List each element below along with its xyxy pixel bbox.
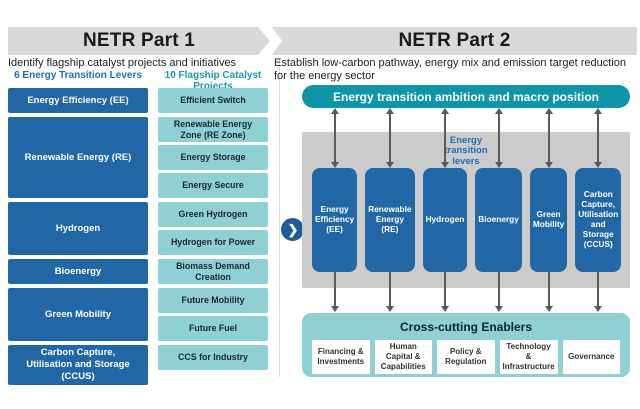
chevron-right-icon: ❯ [281, 218, 304, 241]
enabler-box: Governance [562, 340, 620, 374]
part1-subtitle: Identify flagship catalyst projects and … [8, 57, 237, 69]
lever-group-3: Bioenergy Biomass Demand Creation [8, 259, 268, 285]
lever-box: Renewable Energy (RE) [8, 117, 148, 199]
lever-group-1: Renewable Energy (RE)Renewable Energy Zo… [8, 117, 268, 199]
project-stack: CCS for Industry [158, 345, 268, 385]
enablers-title: Cross-cutting Enablers [399, 320, 533, 334]
chevron-glyph: ❯ [287, 222, 299, 237]
lever-box: Bioenergy [8, 259, 148, 285]
ambition-banner-label: Energy transition ambition and macro pos… [332, 89, 600, 104]
enabler-box: Human Capital & Capabilities [374, 340, 432, 374]
project-stack: Efficient Switch [158, 88, 268, 113]
part2-lever-box: Green Mobility [529, 168, 568, 272]
lever-box: Hydrogen [8, 202, 148, 256]
ambition-banner: Energy transition ambition and macro pos… [302, 85, 630, 108]
part1-title: NETR Part 1 [82, 30, 195, 51]
part2-title-banner: NETR Part 2 [272, 27, 637, 55]
enabler-box: Financing & Investments [312, 340, 370, 374]
project-box: Biomass Demand Creation [158, 259, 268, 285]
lever-box: Carbon Capture, Utilisation and Storage … [8, 345, 148, 385]
part1-section: NETR Part 1 Identify flagship catalyst p… [8, 0, 268, 409]
project-box: Energy Storage [158, 145, 268, 171]
enablers-panel: Cross-cutting Enablers Financing & Inves… [302, 313, 630, 377]
project-box: Green Hydrogen [158, 202, 268, 228]
part2-title: NETR Part 2 [398, 30, 511, 51]
project-box: Renewable Energy Zone (RE Zone) [158, 117, 268, 143]
project-box: Future Mobility [158, 288, 268, 314]
project-box: Hydrogen for Power [158, 230, 268, 256]
enabler-box: Technology & Infrastructure [499, 340, 558, 374]
project-box: Efficient Switch [158, 88, 268, 113]
lever-box: Energy Efficiency (EE) [8, 88, 148, 113]
project-box: Energy Secure [158, 173, 268, 199]
lever-group-5: Carbon Capture, Utilisation and Storage … [8, 345, 268, 385]
part2-subtitle: Establish low-carbon pathway, energy mix… [274, 57, 626, 83]
part2-lever-box: Energy Efficiency (EE) [312, 168, 358, 272]
project-box: Future Fuel [158, 316, 268, 342]
levers-row: Energy Efficiency (EE)Renewable Energy (… [302, 168, 630, 272]
part2-lever-box: Carbon Capture, Utilisation and Storage … [575, 168, 622, 272]
part1-title-banner: NETR Part 1 [8, 27, 270, 55]
levers-panel-label: Energy transition levers [444, 134, 488, 167]
project-stack: Biomass Demand Creation [158, 259, 268, 285]
part2-content: Energy transition ambition and macro pos… [302, 0, 630, 380]
part2-lever-box: Hydrogen [422, 168, 468, 272]
lever-group-0: Energy Efficiency (EE) Efficient Switch [8, 88, 268, 113]
part2-lever-box: Bioenergy [475, 168, 522, 272]
enabler-box: Policy & Regulation [437, 340, 495, 374]
section-divider-line [279, 58, 280, 377]
project-box: CCS for Industry [158, 345, 268, 371]
lever-box: Green Mobility [8, 288, 148, 342]
part2-lever-box: Renewable Energy (RE) [365, 168, 415, 272]
project-stack: Renewable Energy Zone (RE Zone)Energy St… [158, 117, 268, 199]
part2-section: NETR Part 2 Establish low-carbon pathway… [272, 0, 637, 409]
levers-panel: Energy transition levers Energy Efficien… [302, 132, 630, 288]
